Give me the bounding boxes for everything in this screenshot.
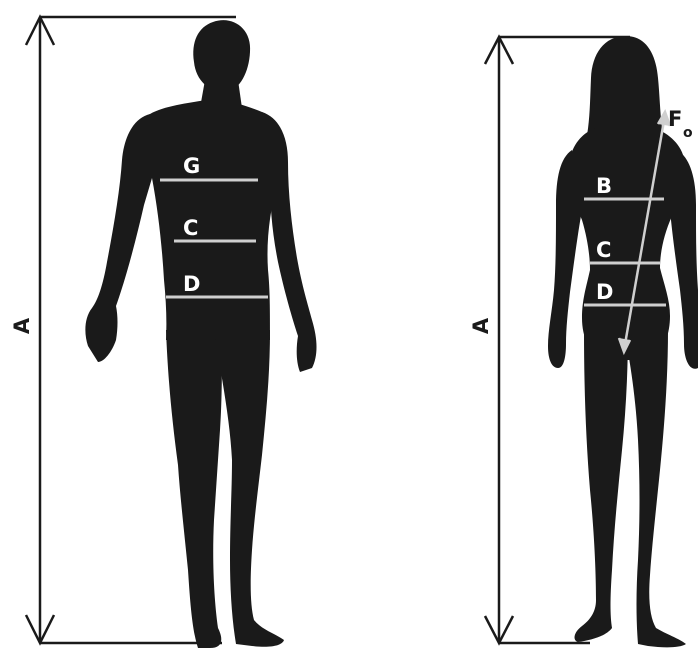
female-label-D: D (596, 280, 613, 304)
female-label-C: C (596, 238, 611, 262)
female-height-label: A (469, 317, 493, 334)
female-label-F-suffix: o (683, 125, 693, 141)
female-label-F: F (668, 107, 682, 131)
male-label-D: D (183, 272, 200, 296)
male-label-C: C (183, 216, 198, 240)
female-figure: A B C D (469, 36, 698, 647)
male-figure: A G C D (10, 17, 317, 648)
female-label-B: B (596, 174, 612, 198)
male-silhouette (85, 20, 316, 648)
male-height-label: A (10, 317, 34, 334)
male-label-G: G (183, 154, 200, 178)
